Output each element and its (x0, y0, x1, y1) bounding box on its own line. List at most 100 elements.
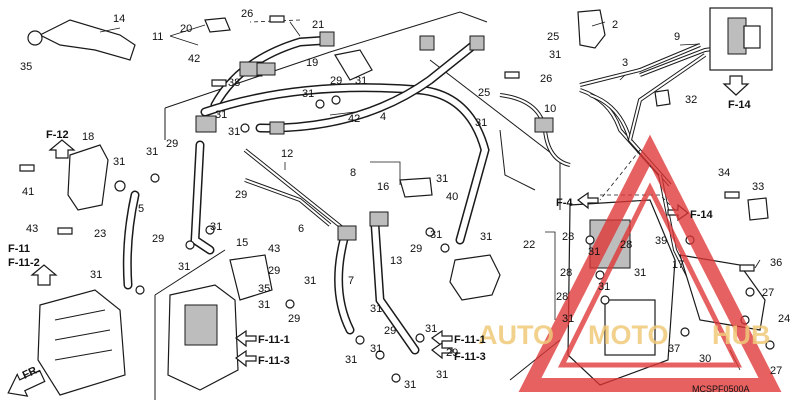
label-31s: 31 (436, 369, 448, 381)
label-28d: 28 (556, 291, 568, 303)
label-37: 37 (668, 343, 680, 355)
label-10: 10 (544, 103, 556, 115)
label-9: 9 (674, 31, 680, 43)
label-31w: 31 (634, 267, 646, 279)
fasteners (19, 15, 775, 383)
label-31r: 31 (370, 343, 382, 355)
label-19: 19 (306, 57, 318, 69)
ref-f11-3-right: F-11-3 (454, 351, 486, 363)
label-39: 39 (655, 235, 667, 247)
part-labels: 14 35 20 11 42 26 21 38 19 31 29 31 42 4… (20, 8, 790, 391)
label-29i: 29 (446, 347, 458, 359)
label-18: 18 (82, 131, 94, 143)
label-29d: 29 (152, 233, 164, 245)
label-29f: 29 (268, 265, 280, 277)
label-31i: 31 (210, 221, 222, 233)
label-31q: 31 (425, 323, 437, 335)
label-42b: 42 (348, 113, 360, 125)
brake-hoses (122, 35, 490, 355)
ref-f11-2: F-11-2 (8, 257, 40, 269)
label-28b: 28 (620, 239, 632, 251)
label-2: 2 (612, 19, 618, 31)
label-43a: 43 (26, 223, 38, 235)
label-29b: 29 (166, 138, 178, 150)
label-31b: 31 (355, 75, 367, 87)
label-27a: 27 (762, 287, 774, 299)
label-5: 5 (138, 203, 144, 215)
label-23: 23 (94, 228, 106, 240)
label-8: 8 (350, 167, 356, 179)
label-28a: 28 (562, 231, 574, 243)
watermark-text-right: HUB (712, 320, 771, 350)
label-31x: 31 (598, 281, 610, 293)
label-31a: 31 (302, 88, 314, 100)
label-33: 33 (752, 181, 764, 193)
label-29e: 29 (410, 243, 422, 255)
label-15: 15 (236, 237, 248, 249)
label-31y: 31 (562, 313, 574, 325)
label-leaders (99, 21, 761, 371)
watermark-text-mid: MOTO (588, 320, 669, 350)
label-20: 20 (180, 23, 192, 35)
label-29c: 29 (235, 189, 247, 201)
reference-arrows (7, 75, 750, 397)
ref-f11-1-left: F-11-1 (258, 334, 290, 346)
label-32: 32 (685, 94, 697, 106)
ref-f14-top: F-14 (728, 99, 752, 111)
label-31z: 31 (475, 117, 487, 129)
label-36: 36 (770, 257, 782, 269)
label-26b: 26 (540, 73, 552, 85)
label-17: 17 (672, 259, 684, 271)
ref-f11: F-11 (8, 243, 30, 255)
label-38: 38 (228, 77, 240, 89)
label-43b: 43 (268, 243, 280, 255)
label-35: 35 (20, 61, 32, 73)
label-31e: 31 (549, 49, 561, 61)
label-25a: 25 (547, 31, 559, 43)
watermark-text: AUTO MOTO HUB (478, 320, 771, 350)
label-24: 24 (778, 313, 790, 325)
ref-f14-mid: F-14 (690, 209, 714, 221)
label-29h: 29 (384, 325, 396, 337)
watermark-logo (518, 134, 782, 392)
watermark-text-left: AUTO (478, 320, 554, 350)
ref-f12: F-12 (46, 129, 69, 141)
label-22: 22 (523, 239, 535, 251)
label-29a: 29 (330, 75, 342, 87)
label-28c: 28 (560, 267, 572, 279)
label-31o: 31 (258, 299, 270, 311)
ref-f4: F-4 (556, 197, 573, 209)
label-12: 12 (281, 148, 293, 160)
label-16: 16 (377, 181, 389, 193)
label-31l: 31 (178, 261, 190, 273)
label-29g: 29 (288, 313, 300, 325)
label-31p: 31 (370, 303, 382, 315)
label-13: 13 (390, 255, 402, 267)
label-31g: 31 (146, 146, 158, 158)
label-31c: 31 (215, 109, 227, 121)
label-6: 6 (298, 223, 304, 235)
label-35b: 35 (258, 283, 270, 295)
label-31u: 31 (345, 354, 357, 366)
label-4: 4 (380, 111, 386, 123)
label-27b: 27 (770, 365, 782, 377)
label-42a: 42 (188, 53, 200, 65)
label-31f: 31 (113, 156, 125, 168)
label-31k: 31 (480, 231, 492, 243)
label-21: 21 (312, 19, 324, 31)
label-26a: 26 (241, 8, 253, 20)
ref-f11-1-right: F-11-1 (454, 334, 486, 346)
label-7: 7 (348, 275, 354, 287)
label-31n: 31 (304, 275, 316, 287)
figure-references: F-12 F-14 F-4 F-14 F-11 F-11-2 F-11-1 F-… (8, 99, 752, 367)
label-31j: 31 (430, 229, 442, 241)
label-41: 41 (22, 186, 34, 198)
label-30: 30 (699, 353, 711, 365)
ref-f11-3-left: F-11-3 (258, 355, 290, 367)
diagram-code: MCSPF0500A (692, 384, 750, 394)
label-3: 3 (622, 57, 628, 69)
label-34: 34 (718, 167, 730, 179)
label-31v: 31 (588, 246, 600, 258)
